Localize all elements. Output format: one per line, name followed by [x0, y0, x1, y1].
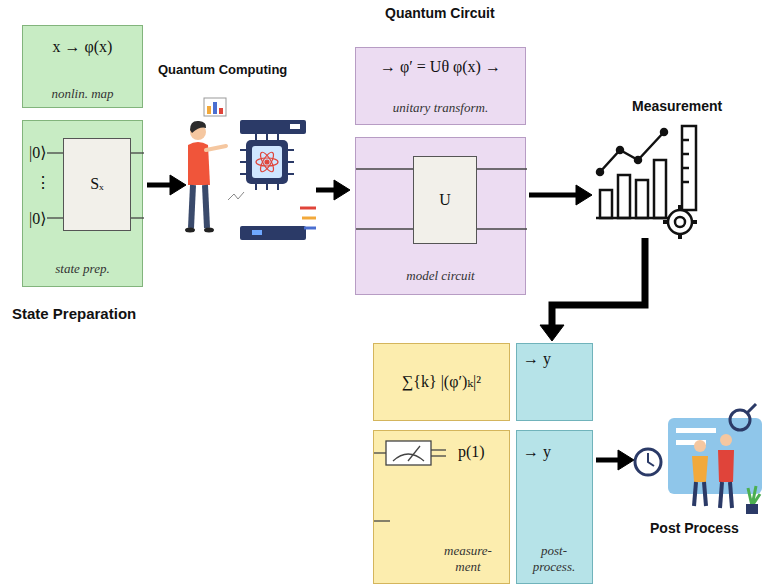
output-box: → y	[516, 343, 593, 421]
plant	[748, 486, 760, 506]
server-light	[252, 230, 262, 235]
wire	[431, 449, 446, 450]
section-heading: Measurement	[632, 98, 722, 114]
person-head	[720, 434, 732, 446]
wire	[374, 452, 386, 453]
transform-box: → φ′ = Uθ φ(x) → unitary transform.	[355, 47, 526, 125]
arrow-head	[334, 180, 350, 200]
arrow-line	[596, 458, 620, 463]
section-heading: Quantum Computing	[158, 62, 287, 77]
deco-dash	[300, 207, 316, 210]
post-process-illustration	[635, 404, 762, 514]
wire-layer	[374, 431, 511, 584]
person-leg	[694, 482, 696, 506]
state-prep-box: |0⟩ ⋮ |0⟩ state prep. Sₓ	[22, 120, 143, 287]
wire	[356, 168, 413, 169]
map-formula: x → φ(x)	[23, 38, 142, 56]
arrow-line	[147, 183, 172, 188]
mini-bar	[219, 108, 223, 114]
measurement-icon	[596, 126, 697, 239]
person-hair	[190, 121, 206, 133]
clock-hands	[648, 453, 654, 466]
mini-chart	[204, 98, 226, 116]
arrow-line	[529, 193, 578, 198]
person-leg	[205, 185, 207, 228]
map-box: x → φ(x) nonlin. map	[22, 25, 143, 108]
server-light	[290, 124, 300, 129]
meter-symbol	[386, 441, 431, 465]
gate-box: U	[413, 156, 477, 244]
person-body	[692, 456, 708, 482]
wire	[47, 152, 63, 153]
arrow-head	[618, 450, 634, 470]
wire	[131, 217, 144, 218]
arrow-line	[316, 188, 336, 193]
chip	[246, 140, 288, 184]
mini-bar	[207, 106, 211, 114]
output-label: → y	[523, 443, 551, 461]
person-shoe	[185, 228, 195, 233]
wire	[431, 455, 446, 456]
server-bar	[240, 226, 306, 240]
model-circuit-box: model circuit U	[355, 137, 526, 295]
sum-box: ∑{k} |(φ′)ₖ|²	[373, 343, 510, 421]
wire	[477, 168, 527, 169]
ket-dots: ⋮	[35, 173, 51, 192]
wire	[131, 152, 144, 153]
measure-box: p(1) measure- ment	[373, 430, 510, 584]
deco-dash	[304, 227, 316, 230]
arrow-head	[540, 325, 564, 341]
server-bar	[240, 120, 306, 134]
screen-line	[676, 428, 716, 433]
section-heading: State Preparation	[12, 305, 136, 322]
gate-box: Sₓ	[63, 138, 131, 231]
box-caption: nonlin. map	[23, 86, 142, 102]
ket-label: |0⟩	[29, 143, 46, 162]
person-arm	[206, 146, 226, 150]
box-caption: measure- ment	[432, 543, 504, 575]
probability-label: p(1)	[458, 443, 485, 461]
person-leg	[720, 482, 722, 508]
gate-label: Sₓ	[64, 175, 130, 193]
sum-formula: ∑{k} |(φ′)ₖ|²	[374, 372, 509, 391]
output-label: → y	[523, 350, 551, 368]
screen-panel	[668, 418, 762, 494]
person-leg	[730, 482, 732, 508]
atom-symbol	[256, 150, 278, 173]
wire	[374, 520, 390, 521]
person-leg	[704, 482, 706, 506]
wire	[477, 228, 527, 229]
box-caption: model circuit	[356, 268, 525, 284]
deco-dash	[302, 217, 316, 220]
quantum-computing-illustration	[185, 98, 316, 240]
chip-core	[252, 146, 282, 178]
box-caption: unitary transform.	[356, 100, 525, 116]
transform-formula: → φ′ = Uθ φ(x) →	[356, 58, 525, 76]
arrow-head	[576, 185, 592, 205]
arrow-head	[170, 175, 186, 195]
person-body	[718, 450, 734, 482]
plant-pot	[746, 504, 758, 514]
person-shoe	[204, 228, 214, 233]
ket-label: |0⟩	[29, 209, 46, 228]
wire	[47, 217, 63, 218]
person-head	[694, 440, 706, 452]
gate-label: U	[414, 191, 476, 209]
box-caption: post- process.	[520, 543, 588, 575]
mini-bar	[213, 102, 217, 114]
box-caption: state prep.	[23, 261, 142, 277]
magnifier-handle	[747, 404, 756, 413]
person-leg	[191, 185, 193, 228]
chip-pins	[240, 134, 294, 190]
section-heading: Quantum Circuit	[385, 5, 495, 21]
section-heading: Post Process	[650, 520, 739, 536]
deco-line	[228, 192, 244, 200]
meter-needle	[408, 446, 420, 461]
arrow-line	[552, 238, 645, 326]
clock	[635, 449, 661, 475]
wire	[356, 228, 413, 229]
postprocess-box: → y post- process.	[516, 430, 593, 584]
